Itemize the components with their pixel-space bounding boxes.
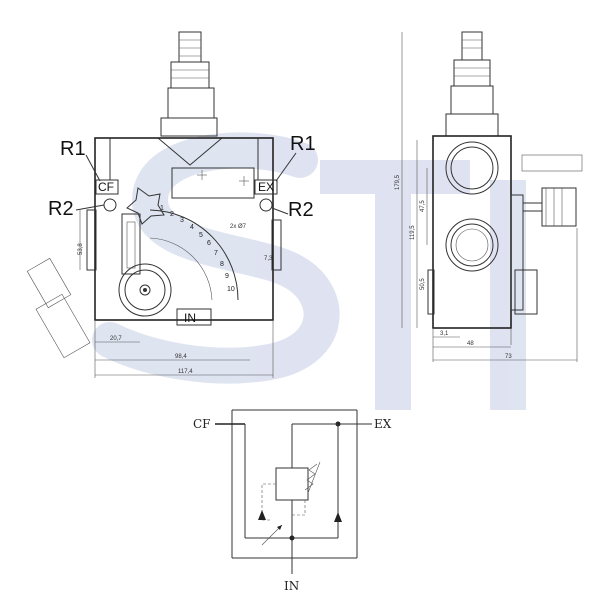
callout-r2-left: R2 <box>48 198 74 220</box>
dim-side: 7,3 <box>264 256 273 262</box>
dim-upper: 119,5 <box>410 225 416 240</box>
dim-total-width: 73 <box>505 354 512 360</box>
dim-width: 48 <box>467 341 474 347</box>
front-view: CF EX IN 1 2 3 4 5 6 7 8 9 10 2x Ø7 53,8… <box>48 31 316 378</box>
watermark-letter-h-stem <box>490 180 526 410</box>
label-window <box>171 167 255 199</box>
hole-note: 2x Ø7 <box>230 224 247 230</box>
lever-arm <box>121 213 141 275</box>
scale-number-1: 1 <box>160 205 164 212</box>
callout-r1-left: R1 <box>60 138 86 160</box>
dim-width-total: 117,4 <box>178 369 193 375</box>
schematic-ex-label: EX <box>374 417 392 431</box>
side-bonnet <box>450 85 494 115</box>
side-lock-nut <box>453 59 491 87</box>
side-view: 179,5 119,5 47,5 50,5 3,1 48 73 <box>395 31 583 362</box>
in-port-label: IN <box>184 311 196 325</box>
scale-number-7: 7 <box>214 250 218 257</box>
left-fitting <box>26 257 91 359</box>
dim-total-height: 179,5 <box>395 174 401 190</box>
watermark-letter-s <box>92 132 340 384</box>
scale-number-10: 10 <box>227 286 235 293</box>
side-rail <box>510 194 524 311</box>
right-boss <box>271 219 282 271</box>
schematic-in-label: IN <box>284 579 299 593</box>
ex-port-label: EX <box>258 180 274 194</box>
knob-star <box>126 187 165 225</box>
hydraulic-schematic: CF EX IN <box>193 409 392 593</box>
schematic-cf-label: CF <box>193 417 211 431</box>
schematic-frame <box>231 409 358 559</box>
callout-r1-right: R1 <box>290 133 316 155</box>
relief-valve <box>275 467 309 501</box>
stem-tip <box>178 31 202 63</box>
sth-watermark <box>92 132 526 410</box>
scale-number-2: 2 <box>170 211 174 218</box>
side-stem-tip <box>461 31 483 61</box>
inlet-ring <box>118 263 172 317</box>
watermark-letter-t-stem <box>375 160 411 410</box>
dim-width-inner: 98,4 <box>175 354 187 360</box>
lever-slot <box>126 221 136 269</box>
bonnet <box>167 87 215 119</box>
dim-mid: 47,5 <box>420 200 426 212</box>
scale-number-3: 3 <box>180 217 184 224</box>
scale-number-6: 6 <box>207 240 211 247</box>
callout-r2-right: R2 <box>288 199 314 221</box>
side-inlet <box>514 269 538 315</box>
side-knob <box>541 187 577 227</box>
mounting-hole-left <box>103 198 117 212</box>
dim-height: 53,8 <box>78 243 84 255</box>
lower-port <box>445 218 499 272</box>
scale-arc <box>149 209 239 301</box>
lock-nut <box>170 61 210 89</box>
cf-port-box <box>95 179 119 195</box>
dim-inlet-offset: 20,7 <box>110 336 122 342</box>
bonnet-base <box>160 117 218 137</box>
mounting-hole-right <box>259 198 273 212</box>
scale-number-8: 8 <box>220 261 224 268</box>
upper-port <box>445 141 499 195</box>
scale-number-4: 4 <box>190 224 194 231</box>
ex-port-box <box>254 179 278 195</box>
scale-number-9: 9 <box>225 273 229 280</box>
cf-port-label: CF <box>98 180 114 194</box>
scale-number-5: 5 <box>199 232 203 239</box>
dim-lower: 50,5 <box>420 278 426 290</box>
valve-body <box>94 137 274 321</box>
dim-offset: 3,1 <box>440 331 449 337</box>
left-boss <box>86 209 97 271</box>
side-bonnet-base <box>445 113 499 137</box>
